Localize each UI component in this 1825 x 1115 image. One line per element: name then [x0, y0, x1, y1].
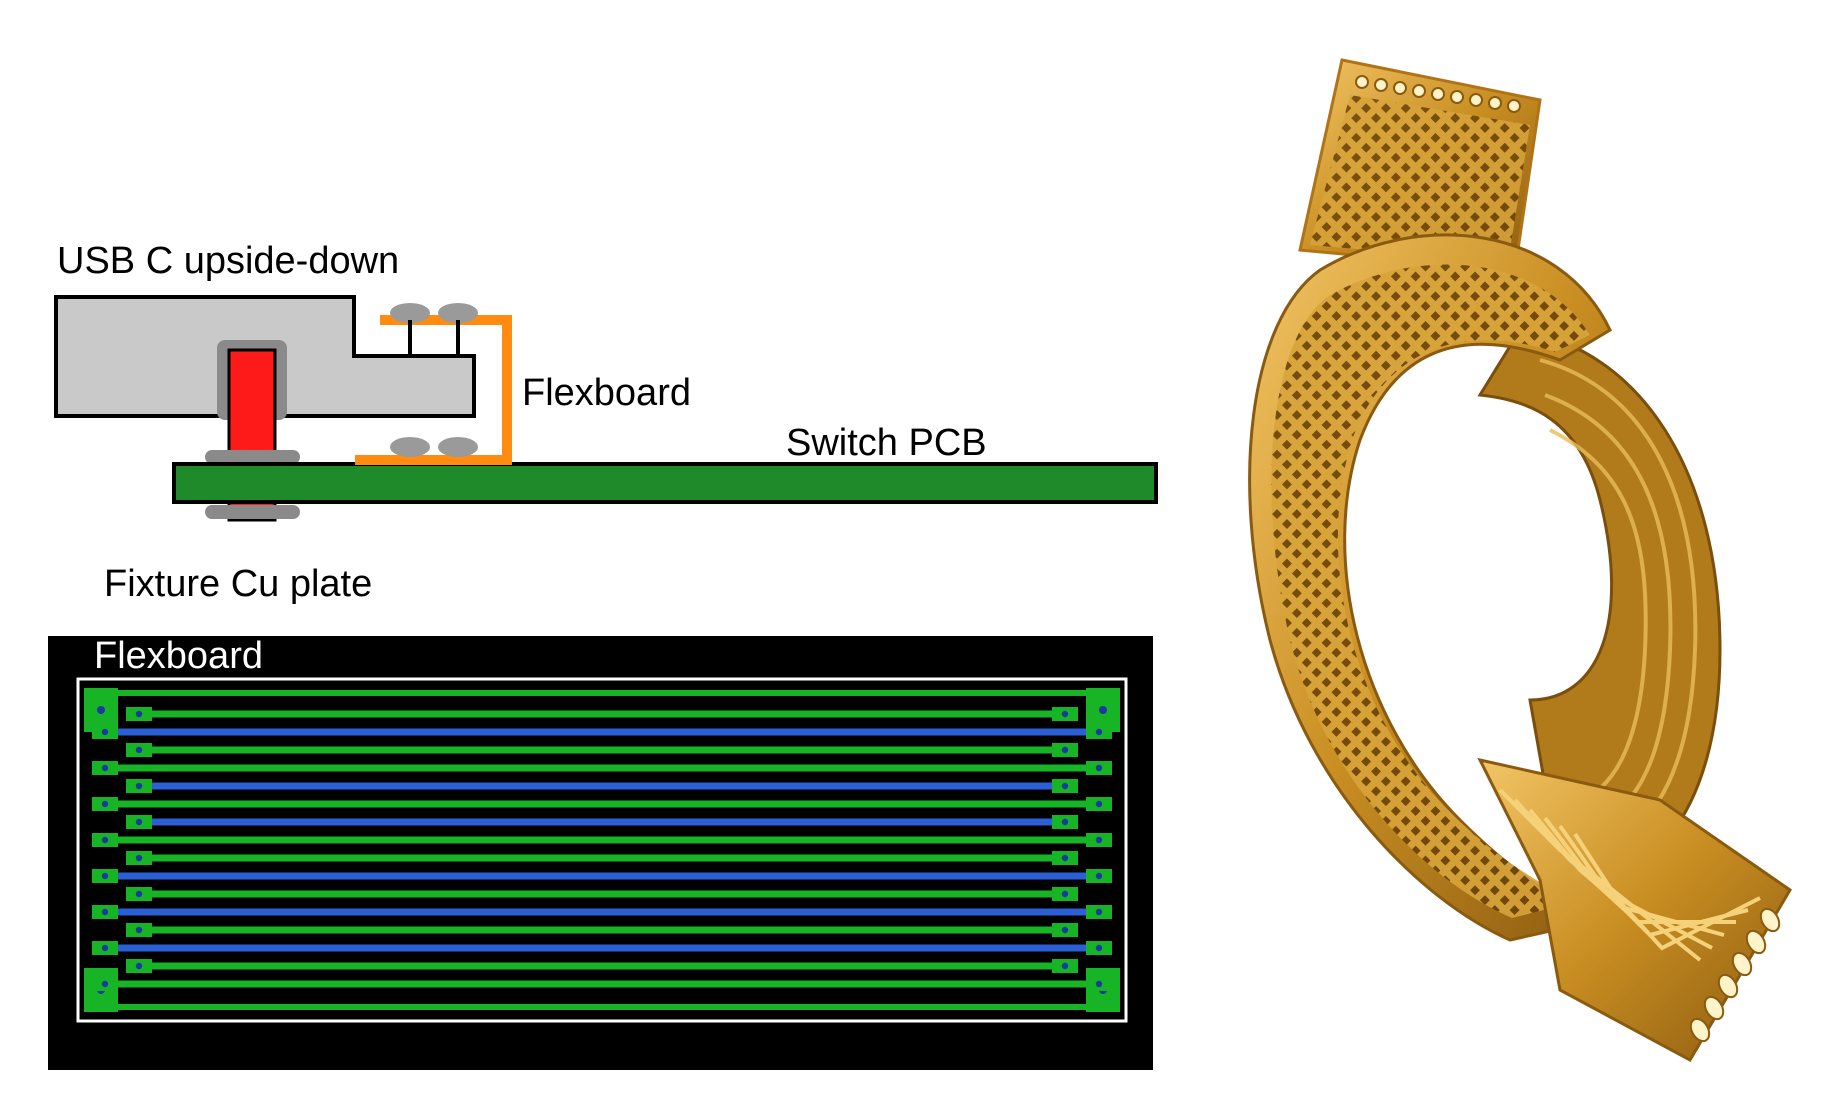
trace-15	[128, 962, 1076, 970]
trace-via-right-3	[1061, 746, 1069, 754]
pin-washer-bottom	[205, 505, 300, 519]
solder-joints-bottom	[390, 437, 478, 457]
trace-via-right-5	[1061, 782, 1069, 790]
trace-1	[128, 710, 1076, 718]
trace-via-left-12	[101, 908, 109, 916]
tail-traces	[1498, 788, 1761, 962]
flexboard-layout-diagram: Flexboard	[48, 635, 1153, 1070]
trace-via-right-11	[1061, 890, 1069, 898]
switch-pcb-label: Switch PCB	[786, 422, 987, 464]
corner-via-1	[97, 706, 105, 714]
trace-13	[128, 926, 1076, 934]
trace-11	[128, 890, 1076, 898]
trace-7	[128, 818, 1076, 826]
trace-via-right-13	[1061, 926, 1069, 934]
trace-via-left-3	[135, 746, 143, 754]
connector-pads-bottom	[1689, 907, 1781, 1043]
trace-4	[94, 764, 1110, 772]
trace-via-left-8	[101, 836, 109, 844]
trace-via-right-15	[1061, 962, 1069, 970]
trace-via-left-9	[135, 854, 143, 862]
trace-via-left-11	[135, 890, 143, 898]
trace-9	[128, 854, 1076, 862]
trace-via-right-4	[1095, 764, 1103, 772]
trace-via-right-1	[1061, 710, 1069, 718]
flexboard-layout-title: Flexboard	[94, 635, 263, 677]
trace-12	[94, 908, 1110, 916]
trace-10	[94, 872, 1110, 880]
trace-via-left-4	[101, 764, 109, 772]
trace-via-right-2	[1095, 728, 1103, 736]
trace-via-right-9	[1061, 854, 1069, 862]
trace-via-right-12	[1095, 908, 1103, 916]
trace-3	[128, 746, 1076, 754]
corner-via-2	[1099, 706, 1107, 714]
trace-via-left-16	[101, 980, 109, 988]
flexboard-side-label: Flexboard	[522, 372, 691, 414]
flexboard-side-profile	[355, 315, 512, 465]
trace-via-right-14	[1095, 944, 1103, 952]
frame-trace-bottom	[96, 1004, 1108, 1010]
board-outline	[76, 677, 1128, 1023]
trace-via-left-10	[101, 872, 109, 880]
trace-via-left-6	[101, 800, 109, 808]
trace-8	[94, 836, 1110, 844]
layout-background	[48, 636, 1153, 1070]
trace-via-left-7	[135, 818, 143, 826]
trace-16	[94, 980, 1110, 988]
trace-14	[94, 944, 1110, 952]
trace-6	[94, 800, 1110, 808]
flexible-pcb-photo	[1248, 58, 1792, 1063]
trace-via-left-2	[101, 728, 109, 736]
pin-washer-top	[205, 450, 300, 464]
trace-via-right-16	[1095, 980, 1103, 988]
trace-via-right-8	[1095, 836, 1103, 844]
trace-2	[94, 728, 1110, 736]
trace-via-left-1	[135, 710, 143, 718]
fixture-cu-plate-label: Fixture Cu plate	[104, 563, 372, 605]
trace-via-left-13	[135, 926, 143, 934]
trace-via-left-15	[135, 962, 143, 970]
trace-via-left-14	[101, 944, 109, 952]
frame-trace-top	[96, 690, 1108, 696]
trace-group	[84, 688, 1120, 1012]
trace-5	[128, 782, 1076, 790]
side-view-diagram: USB C upside-down	[54, 240, 1158, 605]
usb-c-label: USB C upside-down	[57, 240, 399, 282]
connector-pads-top	[1355, 75, 1521, 113]
trace-via-right-10	[1095, 872, 1103, 880]
solder-joints-top	[390, 303, 478, 356]
trace-via-right-6	[1095, 800, 1103, 808]
trace-via-right-7	[1061, 818, 1069, 826]
trace-via-left-5	[135, 782, 143, 790]
switch-pcb	[172, 462, 1158, 504]
